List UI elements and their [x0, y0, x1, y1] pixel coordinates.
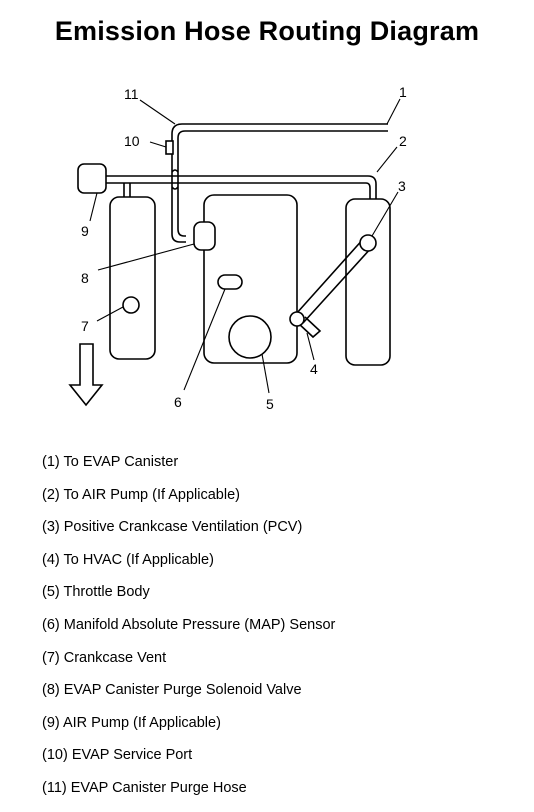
- legend-item: (9) AIR Pump (If Applicable): [42, 714, 221, 731]
- callout-1: 1: [399, 84, 407, 100]
- diagram-title: Emission Hose Routing Diagram: [54, 16, 480, 46]
- callout-7: 7: [81, 318, 89, 334]
- evap-service-port: [165, 140, 174, 155]
- callout-6: 6: [174, 394, 182, 410]
- leader-9: [89, 192, 98, 222]
- hvac-port: [289, 311, 305, 327]
- legend-item: (5) Throttle Body: [42, 584, 150, 601]
- right-cylinder-bank: [345, 198, 391, 366]
- purge-solenoid-valve: [193, 221, 216, 251]
- leader-10: [149, 141, 167, 148]
- legend-item: (3) Positive Crankcase Ventilation (PCV): [42, 519, 303, 536]
- callout-8: 8: [81, 270, 89, 286]
- leader-2: [376, 146, 398, 173]
- leader-1: [386, 98, 401, 125]
- callout-5: 5: [266, 396, 274, 412]
- legend-item: (6) Manifold Absolute Pressure (MAP) Sen…: [42, 616, 336, 633]
- callout-9: 9: [81, 223, 89, 239]
- hose-crossover: [171, 169, 179, 190]
- callout-11: 11: [124, 86, 139, 102]
- pcv-valve: [359, 234, 377, 252]
- hose-routing-diagram: 1 2 3 4 5 6 7 8 9 10 11: [68, 84, 407, 412]
- legend-item: (2) To AIR Pump (If Applicable): [42, 486, 240, 503]
- callout-10: 10: [124, 133, 140, 149]
- leader-6: [183, 288, 226, 391]
- leader-8: [97, 243, 195, 271]
- legend-item: (1) To EVAP Canister: [42, 454, 179, 470]
- callout-2: 2: [399, 133, 407, 149]
- component-legend: (1) To EVAP Canister (2) To AIR Pump (If…: [42, 450, 335, 809]
- leader-3: [371, 191, 399, 237]
- legend-item: (10) EVAP Service Port: [42, 747, 193, 764]
- air-pump-hose: [106, 175, 377, 199]
- down-arrow-icon: [68, 343, 104, 407]
- callout-4: 4: [310, 361, 318, 377]
- leader-4: [306, 332, 315, 361]
- callout-3: 3: [398, 178, 406, 194]
- leader-7: [96, 306, 124, 322]
- leader-5: [261, 353, 270, 394]
- legend-item: (7) Crankcase Vent: [42, 649, 167, 666]
- throttle-body: [228, 315, 272, 359]
- hvac-fitting: [297, 316, 322, 339]
- leader-11: [139, 99, 176, 125]
- left-cylinder-bank: [109, 196, 156, 360]
- legend-item: (4) To HVAC (If Applicable): [42, 551, 214, 568]
- pcv-hose: [295, 236, 373, 324]
- map-sensor: [217, 274, 243, 290]
- legend-item: (8) EVAP Canister Purge Solenoid Valve: [42, 682, 302, 699]
- intake-manifold: [203, 194, 298, 364]
- legend-item: (11) EVAP Canister Purge Hose: [42, 779, 247, 796]
- air-pump: [77, 163, 107, 194]
- crankcase-vent: [122, 296, 140, 314]
